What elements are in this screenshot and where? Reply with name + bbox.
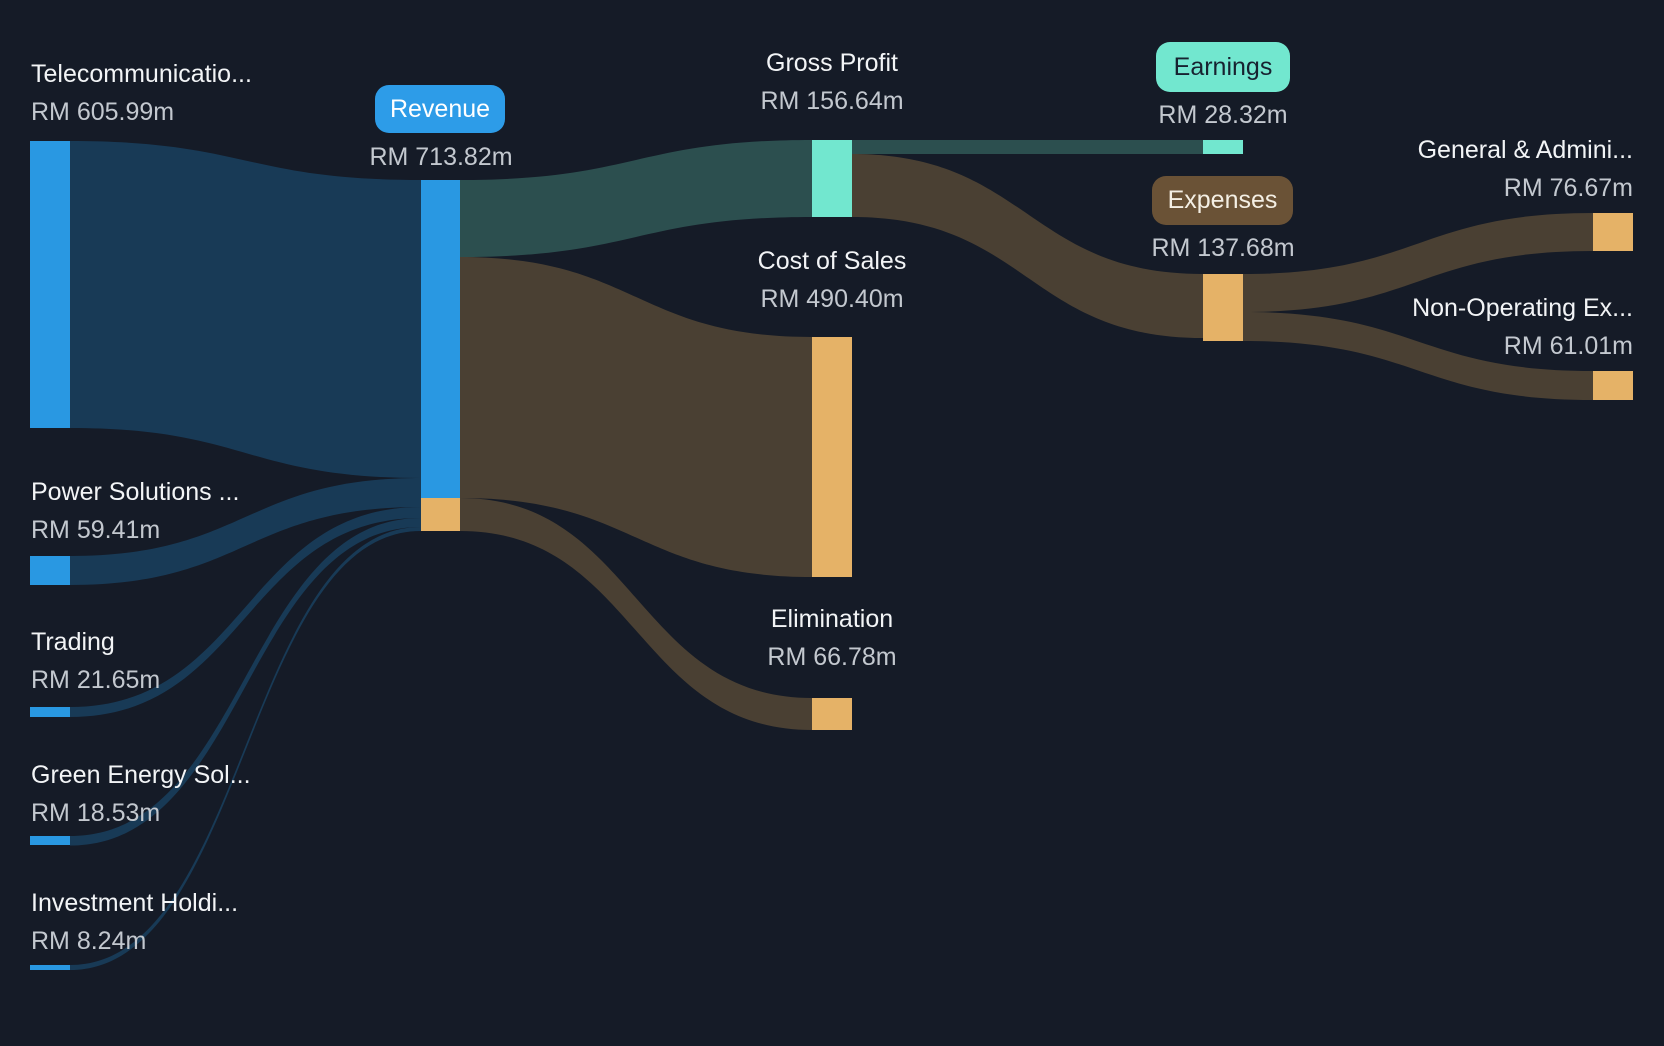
- node-non-operating[interactable]: [1593, 371, 1633, 400]
- label-green-energy: Green Energy Sol... RM 18.53m: [31, 756, 251, 832]
- flow-revenue-to-gross-profit[interactable]: [460, 140, 812, 257]
- node-earnings[interactable]: [1203, 140, 1243, 154]
- gross-profit-value: RM 156.64m: [760, 87, 904, 115]
- flow-trading-to-revenue[interactable]: [70, 507, 421, 717]
- label-gross-profit: Gross Profit RM 156.64m: [760, 44, 903, 120]
- node-telecommunications[interactable]: [30, 141, 70, 428]
- label-trading: Trading RM 21.65m: [31, 623, 160, 699]
- elimination-title: Elimination: [770, 605, 894, 633]
- node-expenses[interactable]: [1203, 274, 1243, 341]
- investment-holding-title: Investment Holdi...: [31, 889, 239, 917]
- telecommunications-title: Telecommunicatio...: [31, 60, 252, 88]
- label-telecommunications: Telecommunicatio... RM 605.99m: [31, 55, 252, 131]
- label-expenses-value: RM 137.68m: [1151, 229, 1294, 267]
- non-operating-title: Non-Operating Ex...: [1412, 294, 1633, 322]
- node-power-solutions[interactable]: [30, 556, 70, 585]
- node-revenue-elimination-segment[interactable]: [421, 498, 460, 531]
- general-admin-title: General & Admini...: [1417, 136, 1633, 164]
- investment-holding-value: RM 8.24m: [31, 927, 147, 955]
- label-elimination: Elimination RM 66.78m: [767, 600, 896, 676]
- flow-power-solutions-to-revenue[interactable]: [70, 478, 421, 585]
- trading-title: Trading: [31, 628, 115, 656]
- label-general-admin: General & Admini... RM 76.67m: [1418, 131, 1633, 207]
- node-revenue[interactable]: [421, 180, 460, 498]
- expenses-badge-label: Expenses: [1167, 186, 1278, 214]
- flow-revenue-to-cost-of-sales[interactable]: [460, 257, 812, 577]
- revenue-value: RM 713.82m: [369, 143, 513, 171]
- flow-green-energy-to-revenue[interactable]: [70, 518, 421, 846]
- power-solutions-value: RM 59.41m: [31, 516, 161, 544]
- revenue-badge[interactable]: Revenue: [375, 85, 505, 133]
- node-investment-holding[interactable]: [30, 965, 70, 970]
- node-trading[interactable]: [30, 707, 70, 717]
- general-admin-value: RM 76.67m: [1503, 174, 1633, 202]
- elimination-value: RM 66.78m: [767, 643, 897, 671]
- cost-of-sales-title: Cost of Sales: [757, 247, 907, 275]
- expenses-value: RM 137.68m: [1151, 234, 1295, 262]
- cost-of-sales-value: RM 490.40m: [760, 285, 904, 313]
- non-operating-value: RM 61.01m: [1503, 332, 1633, 360]
- node-cost-of-sales[interactable]: [812, 337, 852, 577]
- label-investment-holding: Investment Holdi... RM 8.24m: [31, 884, 238, 960]
- node-gross-profit[interactable]: [812, 140, 852, 217]
- flow-gross-profit-to-earnings[interactable]: [852, 140, 1203, 154]
- label-cost-of-sales: Cost of Sales RM 490.40m: [758, 242, 907, 318]
- flow-revenue-to-elimination[interactable]: [460, 498, 812, 730]
- node-general-admin[interactable]: [1593, 213, 1633, 251]
- label-earnings-value: RM 28.32m: [1158, 96, 1287, 134]
- label-revenue-value: RM 713.82m: [369, 138, 512, 176]
- label-power-solutions: Power Solutions ... RM 59.41m: [31, 473, 239, 549]
- label-non-operating: Non-Operating Ex... RM 61.01m: [1412, 289, 1633, 365]
- revenue-badge-label: Revenue: [389, 94, 491, 123]
- flow-investment-holding-to-revenue[interactable]: [70, 527, 421, 970]
- earnings-badge[interactable]: Earnings: [1156, 42, 1290, 92]
- power-solutions-title: Power Solutions ...: [31, 478, 240, 506]
- flow-telecommunications-to-revenue[interactable]: [70, 141, 421, 478]
- flow-expenses-to-non-operating[interactable]: [1243, 312, 1593, 400]
- telecommunications-value: RM 605.99m: [31, 98, 175, 126]
- trading-value: RM 21.65m: [31, 666, 161, 694]
- flow-expenses-to-general-admin[interactable]: [1243, 213, 1593, 312]
- green-energy-value: RM 18.53m: [31, 799, 161, 827]
- gross-profit-title: Gross Profit: [766, 49, 898, 77]
- node-elimination[interactable]: [812, 698, 852, 730]
- node-green-energy[interactable]: [30, 836, 70, 845]
- expenses-badge[interactable]: Expenses: [1152, 176, 1293, 225]
- earnings-value: RM 28.32m: [1158, 101, 1288, 129]
- flow-gross-profit-to-expenses[interactable]: [852, 154, 1203, 338]
- green-energy-title: Green Energy Sol...: [31, 761, 251, 789]
- earnings-badge-label: Earnings: [1173, 52, 1273, 81]
